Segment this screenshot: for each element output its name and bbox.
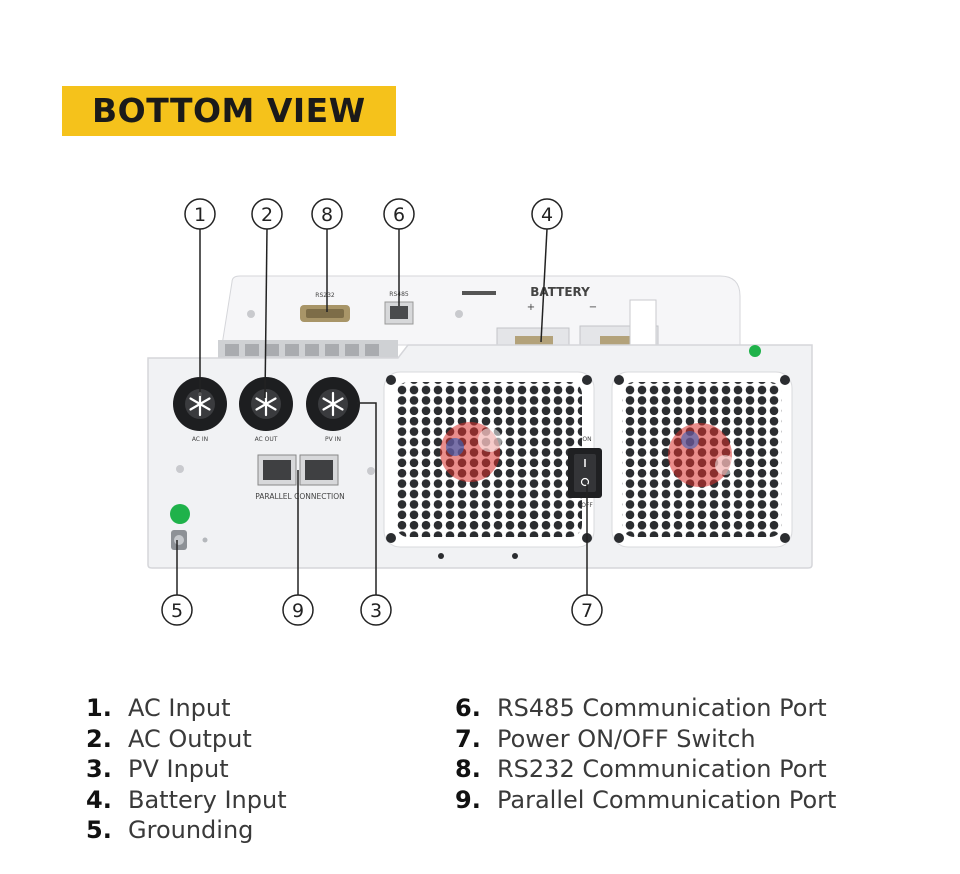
callout-6: 6 xyxy=(383,198,415,230)
legend-label: Grounding xyxy=(128,816,254,845)
legend-label: PV Input xyxy=(128,755,229,784)
battery-label: BATTERY xyxy=(530,285,590,299)
legend-label: Parallel Communication Port xyxy=(497,785,837,814)
legend-label: Power ON/OFF Switch xyxy=(497,724,756,753)
battery-minus-label: − xyxy=(589,302,597,313)
screw-icon xyxy=(247,310,255,318)
svg-text:1: 1 xyxy=(194,204,206,226)
svg-text:8: 8 xyxy=(321,204,333,226)
legend-item: 5. Grounding xyxy=(86,815,287,846)
svg-text:7: 7 xyxy=(581,600,593,622)
legend-item: 2. AC Output xyxy=(86,724,287,755)
ac-in-gland xyxy=(173,377,227,431)
callout-5: 5 xyxy=(161,594,193,626)
callout-3: 3 xyxy=(360,594,392,626)
fan-grille-left xyxy=(383,371,595,548)
callout-9: 9 xyxy=(282,594,314,626)
battery-plus-label: + xyxy=(527,302,535,313)
legend-left: 1. AC Input 2. AC Output 3. PV Input 4. Batt… xyxy=(86,693,287,846)
legend-item: 4. Battery Input xyxy=(86,785,287,816)
legend-item: 8. RS232 Communication Port xyxy=(455,754,836,785)
legend-number: 5. xyxy=(86,816,112,845)
screw-icon xyxy=(176,465,184,473)
callout-1: 1 xyxy=(184,198,216,230)
svg-text:6: 6 xyxy=(393,204,405,226)
svg-text:3: 3 xyxy=(370,600,382,622)
legend-label: AC Output xyxy=(128,724,252,753)
pv-in-label: PV IN xyxy=(325,436,341,443)
legend-number: 4. xyxy=(86,785,112,814)
page-title: BOTTOM VIEW xyxy=(92,91,366,130)
legend-number: 8. xyxy=(455,755,481,784)
legend-label: RS232 Communication Port xyxy=(497,755,827,784)
callout-7: 7 xyxy=(571,594,603,626)
legend-number: 3. xyxy=(86,755,112,784)
legend-item: 6. RS485 Communication Port xyxy=(455,693,836,724)
svg-text:9: 9 xyxy=(292,600,304,622)
indicator-light xyxy=(749,345,761,357)
legend-number: 7. xyxy=(455,724,481,753)
ac-out-label: AC OUT xyxy=(255,436,278,443)
callout-4: 4 xyxy=(531,198,563,230)
callout-8: 8 xyxy=(311,198,343,230)
pv-in-gland xyxy=(306,377,360,431)
svg-text:5: 5 xyxy=(171,600,183,622)
svg-text:4: 4 xyxy=(541,204,553,226)
legend-label: AC Input xyxy=(128,694,231,722)
ac-in-label: AC IN xyxy=(192,436,208,443)
legend-number: 6. xyxy=(455,694,481,722)
legend-item: 9. Parallel Communication Port xyxy=(455,785,836,816)
legend-number: 2. xyxy=(86,724,112,753)
legend-item: 1. AC Input xyxy=(86,693,287,724)
screw-icon xyxy=(367,467,375,475)
switch-on-label: ON xyxy=(582,436,591,443)
parallel-label: PARALLEL CONNECTION xyxy=(255,492,345,501)
leader-lines xyxy=(176,228,588,595)
legend-number: 9. xyxy=(455,785,481,814)
legend-right: 6. RS485 Communication Port 7. Power ON/OF… xyxy=(455,693,836,815)
legend-label: Battery Input xyxy=(128,785,287,814)
screw-icon xyxy=(455,310,463,318)
svg-text:2: 2 xyxy=(261,204,273,226)
legend-item: 7. Power ON/OFF Switch xyxy=(455,724,836,755)
legend-label: RS485 Communication Port xyxy=(497,694,827,722)
legend-item: 3. PV Input xyxy=(86,754,287,785)
title-banner: BOTTOM VIEW xyxy=(62,86,396,136)
callout-2: 2 xyxy=(251,198,283,230)
parallel-ports xyxy=(257,454,339,486)
ac-out-gland xyxy=(239,377,293,431)
legend-number: 1. xyxy=(86,694,112,722)
fan-grille-right xyxy=(611,371,793,548)
rs232-label: RS232 xyxy=(315,292,335,299)
